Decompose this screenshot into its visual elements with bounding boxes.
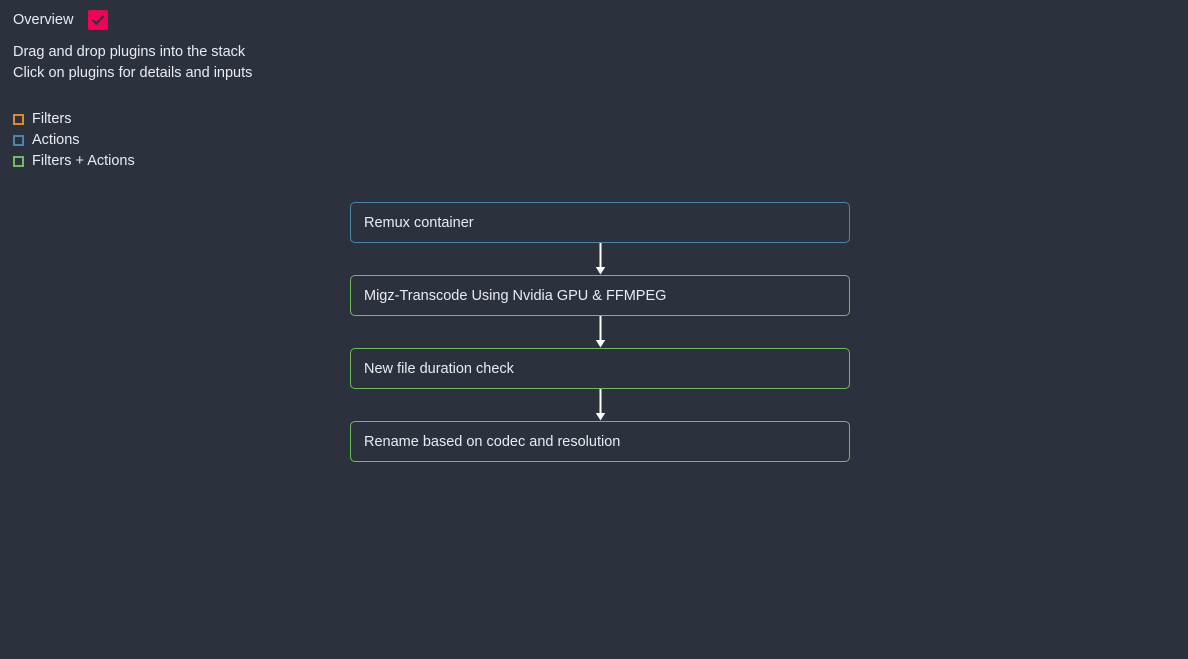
arrow-down-icon xyxy=(595,389,605,421)
overview-checkbox[interactable] xyxy=(88,10,109,30)
legend-item-filters[interactable]: Filters xyxy=(13,109,135,130)
square-outline-icon xyxy=(13,114,24,125)
plugin-node-label: Rename based on codec and resolution xyxy=(364,433,621,450)
connector xyxy=(350,243,850,275)
legend-item-label: Filters xyxy=(32,111,72,127)
legend-item-filters-plus-actions[interactable]: Filters + Actions xyxy=(13,151,135,172)
plugin-node-label: New file duration check xyxy=(364,360,514,377)
square-outline-icon xyxy=(13,156,24,167)
plugin-node[interactable]: New file duration check xyxy=(350,348,850,389)
check-icon xyxy=(91,15,105,26)
plugin-node[interactable]: Rename based on codec and resolution xyxy=(350,421,850,462)
page-title: Overview xyxy=(13,12,74,28)
legend-item-actions[interactable]: Actions xyxy=(13,130,135,151)
legend: Filters Actions Filters + Actions xyxy=(13,109,135,172)
square-outline-icon xyxy=(13,135,24,146)
instruction-line-1: Drag and drop plugins into the stack xyxy=(13,44,246,60)
arrow-down-icon xyxy=(595,316,605,348)
overview-row: Overview xyxy=(13,9,109,31)
plugin-node[interactable]: Remux container xyxy=(350,202,850,243)
legend-item-label: Actions xyxy=(32,132,80,148)
arrow-down-icon xyxy=(595,243,605,275)
plugin-node-label: Migz-Transcode Using Nvidia GPU & FFMPEG xyxy=(364,287,667,304)
connector xyxy=(350,389,850,421)
instruction-line-2: Click on plugins for details and inputs xyxy=(13,65,253,81)
legend-item-label: Filters + Actions xyxy=(32,153,135,169)
plugin-node-label: Remux container xyxy=(364,214,474,231)
connector xyxy=(350,316,850,348)
instructions-block: Drag and drop plugins into the stack Cli… xyxy=(13,42,252,84)
plugin-stack: Remux container Migz-Transcode Using Nvi… xyxy=(350,202,850,462)
plugin-node[interactable]: Migz-Transcode Using Nvidia GPU & FFMPEG xyxy=(350,275,850,316)
